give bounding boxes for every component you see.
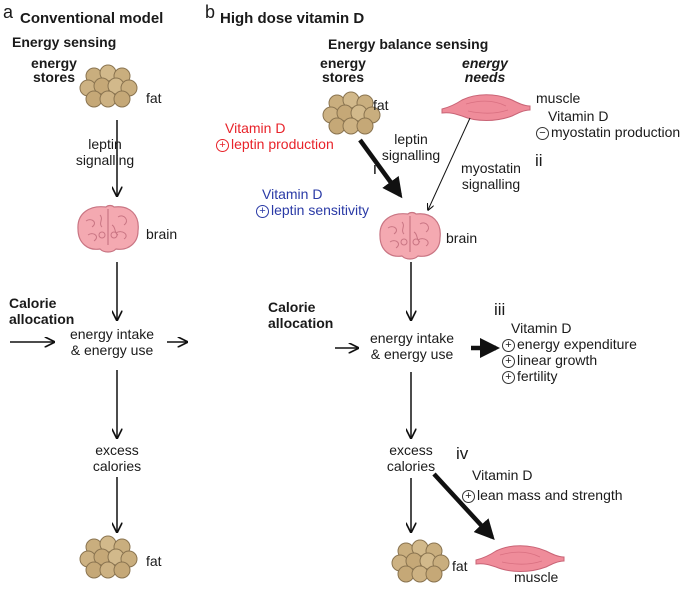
plus-circle-icon: +	[462, 490, 475, 503]
leptin-signalling-label: leptin signalling	[381, 131, 441, 163]
fat-icon	[391, 539, 450, 583]
vitd-lean-effect: +lean mass and strength	[462, 487, 623, 503]
excess-calories-label: excess calories	[92, 442, 142, 474]
fat-label: fat	[146, 553, 162, 569]
panel-b-title: High dose vitamin D	[220, 10, 365, 27]
fat-label: fat	[146, 90, 162, 106]
minus-circle-icon: −	[536, 127, 549, 140]
vitd-myostatin-effect: −myostatin production	[536, 124, 680, 140]
fat-icon	[79, 64, 138, 108]
brain-icon	[77, 204, 139, 253]
arrow-leptin-big	[358, 138, 403, 199]
vitd-leptin-production-effect: +leptin production	[216, 136, 334, 152]
vitd-leptin-sensitivity-effect: +leptin sensitivity	[256, 202, 369, 218]
fat-icon	[322, 91, 381, 135]
brain-icon	[379, 211, 441, 260]
fat-label: fat	[373, 97, 389, 113]
energy-intake-use-label: energy intake & energy use	[69, 326, 155, 358]
panel-b-letter: b	[205, 2, 216, 22]
vitd-effects-title: Vitamin D	[511, 320, 572, 336]
myostatin-signalling-label: myostatin signalling	[461, 160, 521, 192]
brain-label: brain	[146, 226, 178, 242]
lean-mass-strength-text: lean mass and strength	[477, 487, 623, 503]
energy-needs-label: energy needs	[462, 55, 508, 85]
energy-stores-label: energy stores	[320, 55, 366, 85]
vitd-effect-linear-growth: +linear growth	[502, 352, 597, 368]
calorie-allocation-label: Calorie allocation	[9, 295, 75, 327]
brain-label: brain	[446, 230, 478, 246]
leptin-signalling-label: leptin signalling	[75, 136, 135, 168]
plus-circle-icon: +	[502, 339, 515, 352]
vitd-lean-title: Vitamin D	[472, 467, 533, 483]
energy-stores-label: energy stores	[31, 55, 77, 85]
arrow-myostatin-signalling	[428, 117, 471, 210]
muscle-icon	[475, 545, 565, 572]
panel-b-subtitle: Energy balance sensing	[328, 36, 489, 52]
roman-numeral-iii: iii	[494, 300, 506, 319]
vitd-effect-energy-expenditure: +energy expenditure	[502, 336, 637, 352]
linear-growth-text: linear growth	[517, 352, 598, 368]
roman-numeral-ii: ii	[535, 151, 543, 170]
vitd-effect-fertility: +fertility	[502, 368, 557, 384]
energy-intake-use-label: energy intake & energy use	[369, 330, 455, 362]
panel-a-title: Conventional model	[20, 10, 164, 27]
muscle-label: muscle	[536, 90, 581, 106]
roman-numeral-iv: iv	[456, 444, 469, 463]
fat-label: fat	[452, 558, 468, 574]
muscle-label: muscle	[514, 569, 559, 585]
vitd-leptin-production-title: Vitamin D	[225, 120, 286, 136]
calorie-allocation-label: Calorie allocation	[268, 299, 334, 331]
vitd-myostatin-title: Vitamin D	[548, 108, 609, 124]
leptin-production-text: leptin production	[231, 136, 334, 152]
energy-expenditure-text: energy expenditure	[517, 336, 637, 352]
vitd-leptin-sensitivity-title: Vitamin D	[262, 186, 323, 202]
roman-numeral-i: i	[373, 159, 377, 178]
plus-circle-icon: +	[216, 139, 229, 152]
muscle-icon	[441, 94, 531, 121]
fertility-text: fertility	[517, 368, 558, 384]
plus-circle-icon: +	[256, 205, 269, 218]
myostatin-production-text: myostatin production	[551, 124, 681, 140]
fat-icon	[79, 535, 138, 579]
panel-a-letter: a	[3, 2, 14, 22]
arrow-to-muscle	[432, 472, 495, 540]
plus-circle-icon: +	[502, 355, 515, 368]
plus-circle-icon: +	[502, 371, 515, 384]
excess-calories-label: excess calories	[386, 442, 436, 474]
panel-a-subtitle: Energy sensing	[12, 34, 117, 50]
leptin-sensitivity-text: leptin sensitivity	[271, 202, 370, 218]
